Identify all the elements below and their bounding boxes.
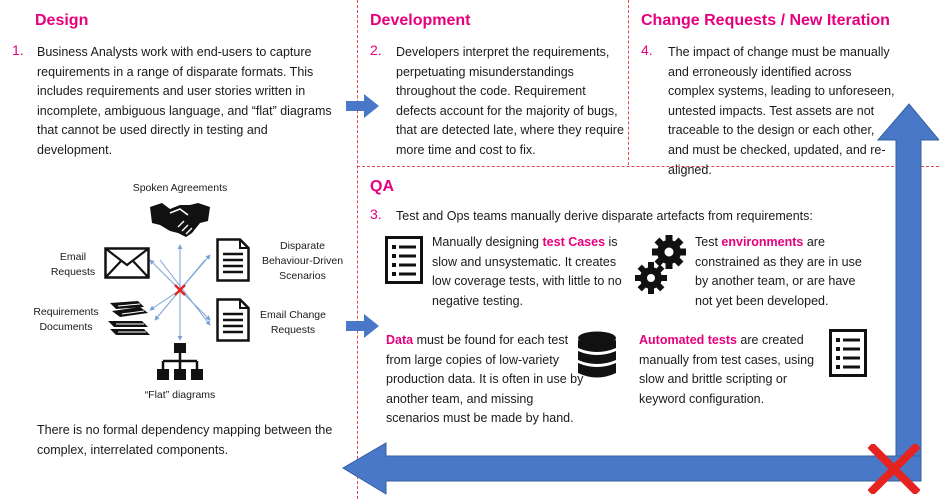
spoken-agreements-label: Spoken Agreements — [132, 182, 228, 194]
red-x-icon — [174, 284, 186, 296]
change-description: The impact of change must be manually an… — [668, 45, 895, 177]
email-change-label-1: Email Change — [260, 309, 326, 321]
development-description: Developers interpret the requirements, p… — [396, 45, 624, 157]
checklist-icon-automated — [829, 329, 867, 377]
development-title: Development — [370, 12, 471, 29]
email-requests-label-1: Email — [59, 251, 87, 263]
requirements-documents-label-2: Documents — [39, 321, 93, 333]
email-icon — [104, 247, 150, 279]
email-requests-label-2: Requests — [50, 266, 96, 278]
qa-title: QA — [370, 178, 394, 195]
red-x-icon-loop — [868, 444, 920, 494]
change-requests-title: Change Requests / New Iteration — [641, 12, 890, 29]
arrow-right-icon — [346, 94, 379, 118]
divider-design-dev — [357, 0, 358, 499]
database-icon — [578, 331, 616, 378]
design-step-number: 1. — [12, 42, 24, 58]
flat-diagrams-label: “Flat” diagrams — [144, 389, 216, 401]
change-step-number: 4. — [641, 42, 653, 58]
design-title: Design — [35, 12, 89, 29]
hierarchy-icon — [157, 343, 203, 380]
qa-intro: Test and Ops teams manually derive dispa… — [396, 209, 813, 223]
bdd-label-2: Behaviour-Driven — [261, 255, 344, 267]
automated-tests-text: Automated tests are created manually fro… — [639, 333, 815, 406]
handshake-icon — [150, 203, 210, 237]
qa-step-number: 3. — [370, 206, 382, 222]
data-text: Data must be found for each test from la… — [386, 333, 584, 426]
environments-highlight: environments — [721, 235, 804, 249]
divider-qa-top — [357, 166, 939, 167]
arrow-right-icon-qa — [346, 314, 379, 338]
design-footer: There is no formal dependency mapping be… — [37, 423, 333, 457]
checklist-icon — [385, 236, 423, 284]
data-highlight: Data — [386, 333, 414, 347]
document-icon — [216, 238, 250, 282]
document-icon-change-requests — [216, 298, 250, 342]
bdd-label-1: Disparate — [280, 240, 325, 252]
environments-text: Test environments are constrained as the… — [695, 235, 862, 308]
requirements-documents-label-1: Requirements — [33, 306, 99, 318]
email-change-label-2: Requests — [270, 324, 316, 336]
design-description: Business Analysts work with end-users to… — [37, 45, 332, 157]
development-step-number: 2. — [370, 42, 382, 58]
test-cases-highlight: test Cases — [542, 235, 606, 249]
divider-dev-change — [628, 0, 629, 165]
iteration-loop-arrow — [342, 103, 939, 495]
test-cases-text: Manually designing test Cases is slow an… — [432, 235, 622, 308]
books-icon — [108, 301, 150, 335]
gears-icon — [635, 235, 686, 294]
bdd-label-3: Scenarios — [279, 270, 326, 282]
automated-tests-highlight: Automated tests — [639, 333, 737, 347]
